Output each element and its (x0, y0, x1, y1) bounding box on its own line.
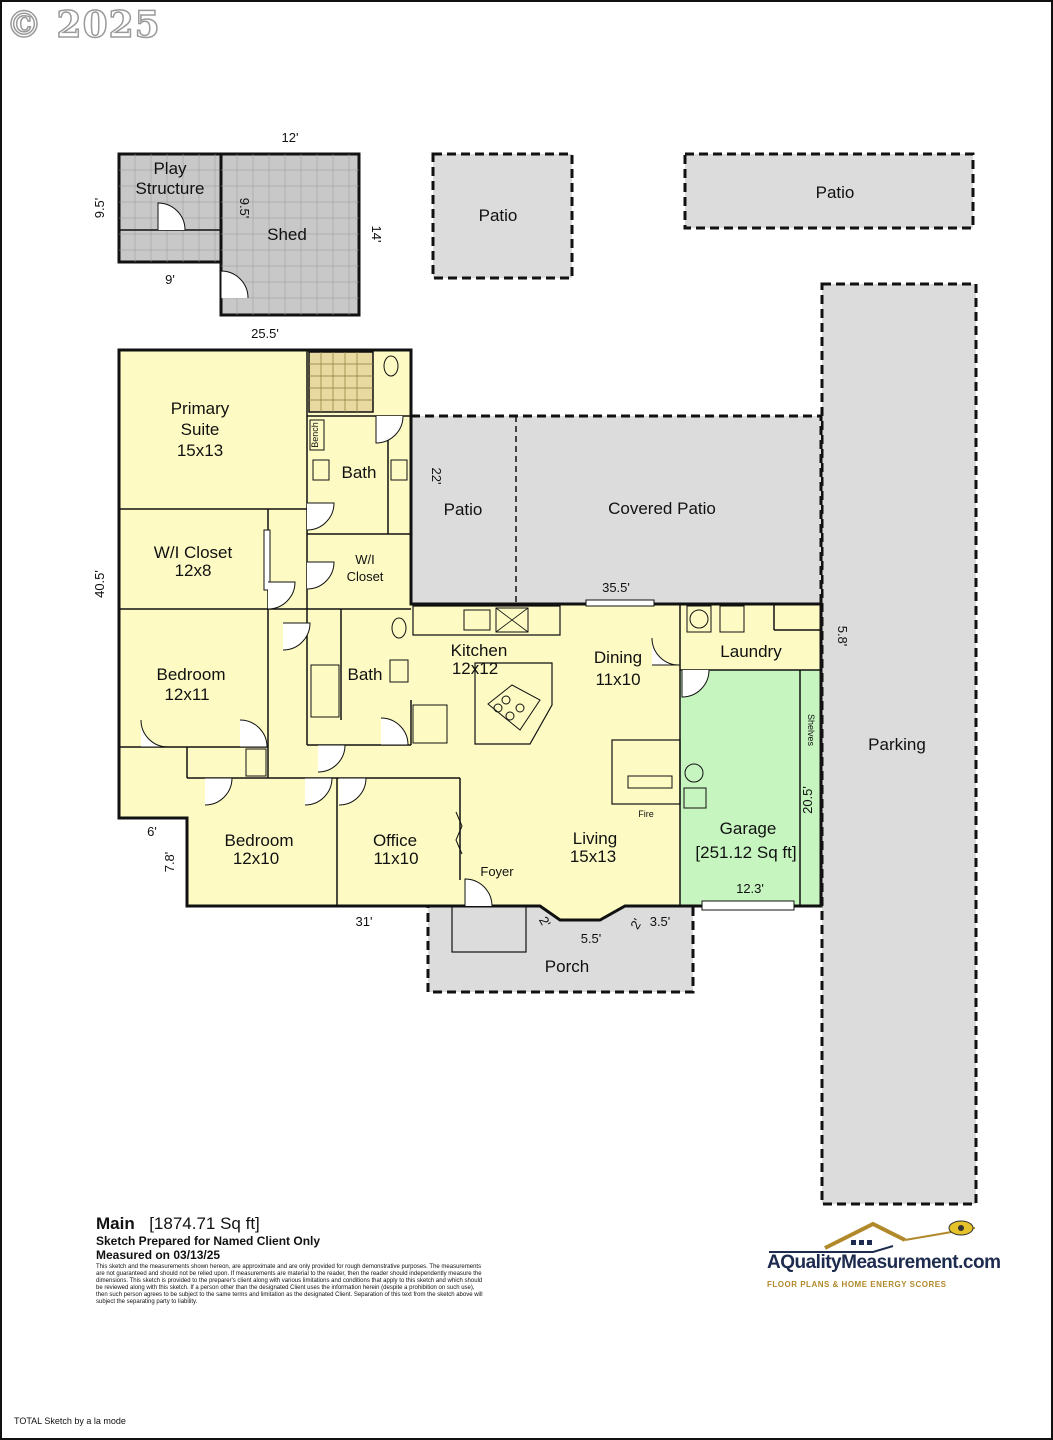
footer-info: Main [1874.71 Sq ft] Sketch Prepared for… (96, 1214, 516, 1306)
washer-icon (686, 605, 712, 633)
dim-garage-height: 20.5' (800, 786, 815, 814)
dim-play-height: 9.5' (92, 198, 107, 219)
kitchen-label: Kitchen (451, 641, 508, 660)
laundry-label: Laundry (720, 642, 782, 661)
play-structure-label-2: Structure (136, 179, 205, 198)
brand-tagline: FLOOR PLANS & HOME ENERGY SCORES (767, 1280, 947, 1289)
bath-2-label: Bath (348, 665, 383, 684)
sink-icon (390, 459, 408, 481)
dim-shed-width: 12' (282, 130, 299, 145)
bathtub-icon (310, 664, 340, 718)
kitchen-counters (412, 605, 561, 745)
play-structure (117, 152, 223, 264)
sink-icon (389, 659, 409, 683)
shed (219, 152, 361, 317)
brand-name: AQualityMeasurement.com (767, 1252, 1001, 1273)
shelves-label: Shelves (806, 714, 816, 747)
office-label: Office (373, 831, 417, 850)
patio-mid-label: Patio (444, 500, 483, 519)
patio-top-right-label: Patio (816, 183, 855, 202)
foyer-label: Foyer (480, 864, 514, 879)
bath-primary-label: Bath (342, 463, 377, 482)
bench-icon (309, 419, 325, 451)
toilet-icon (391, 617, 407, 639)
floor-area: [1874.71 Sq ft] (149, 1214, 260, 1233)
dim-garage-width: 12.3' (736, 881, 764, 896)
dim-porch-side: 3.5' (650, 914, 671, 929)
dim-laundry-side: 5.8' (835, 626, 850, 647)
primary-suite-label-1: Primary (171, 399, 230, 418)
dining-label: Dining (594, 648, 642, 667)
floor-title: Main (96, 1214, 135, 1233)
dim-bay-width: 5.5' (581, 931, 602, 946)
software-credit: TOTAL Sketch by a la mode (14, 1416, 126, 1426)
wi-closet-small-label-1: W/I (355, 552, 375, 567)
wi-closet-small-label-2: Closet (347, 569, 384, 584)
dining-size: 11x10 (595, 670, 640, 689)
linen-closet (245, 748, 267, 777)
fire-label: Fire (638, 809, 654, 819)
dim-house-bottom: 31' (356, 914, 373, 929)
doors (140, 415, 710, 907)
play-structure-label-1: Play (153, 159, 187, 178)
patio-top-left (431, 152, 574, 280)
wi-closet-large-size: 12x8 (175, 561, 212, 580)
covered-patio-label: Covered Patio (608, 499, 716, 518)
fireplace (611, 739, 681, 805)
bedroom-2-label: Bedroom (225, 831, 294, 850)
garage-label: Garage (720, 819, 777, 838)
primary-suite-size: 15x13 (177, 441, 223, 460)
kitchen-size: 12x12 (452, 659, 498, 678)
primary-suite-label-2: Suite (181, 420, 220, 439)
dim-notch-height: 7.8' (162, 852, 177, 873)
patio-top-left-label: Patio (479, 206, 518, 225)
patio-top-right (683, 152, 975, 230)
living-label: Living (573, 829, 617, 848)
company-logo: AQualityMeasurement.com FLOOR PLANS & HO… (765, 1218, 1001, 1308)
laundry (680, 604, 821, 670)
water-heater-icon (684, 763, 704, 783)
dim-house-left: 40.5' (92, 570, 107, 598)
shower (308, 351, 374, 413)
garage-door (701, 900, 795, 911)
disclaimer-text: This sketch and the measurements shown h… (96, 1264, 483, 1305)
living-size: 15x13 (570, 847, 616, 866)
dryer-icon (719, 605, 745, 633)
wi-closet-large-label: W/I Closet (154, 543, 233, 562)
porch-label: Porch (545, 957, 589, 976)
prepared-note: Sketch Prepared for Named Client Only (96, 1234, 321, 1248)
dim-shed-inner-height: 9.5' (237, 198, 252, 219)
dim-covered-patio-width: 35.5' (602, 580, 630, 595)
furnace-icon (683, 787, 707, 809)
dim-notch-width: 6' (147, 824, 157, 839)
bedroom-1-size: 12x11 (164, 685, 209, 704)
covered-patio-area (409, 414, 823, 606)
dim-shed-height: 14' (369, 226, 384, 243)
garage-area: [251.12 Sq ft] (695, 843, 796, 862)
house-roof-icon (769, 1220, 976, 1253)
shed-label: Shed (267, 225, 307, 244)
dim-house-top: 25.5' (251, 326, 279, 341)
office-size: 11x10 (373, 849, 418, 868)
dim-play-width: 9' (165, 272, 175, 287)
bedroom-1-label: Bedroom (157, 665, 226, 684)
measured-date: Measured on 03/13/25 (96, 1248, 221, 1262)
bedroom-2-size: 12x10 (233, 849, 279, 868)
window (585, 599, 655, 607)
bench-label: Bench (310, 422, 320, 448)
bifold-door (455, 811, 463, 855)
copyright-watermark: © 2025 (5, 3, 161, 47)
parking (820, 282, 978, 1206)
parking-label: Parking (868, 735, 926, 754)
closet-door (263, 529, 271, 591)
toilet-icon (383, 355, 399, 377)
dim-patio-height: 22' (429, 468, 444, 485)
sink-icon (312, 459, 330, 481)
